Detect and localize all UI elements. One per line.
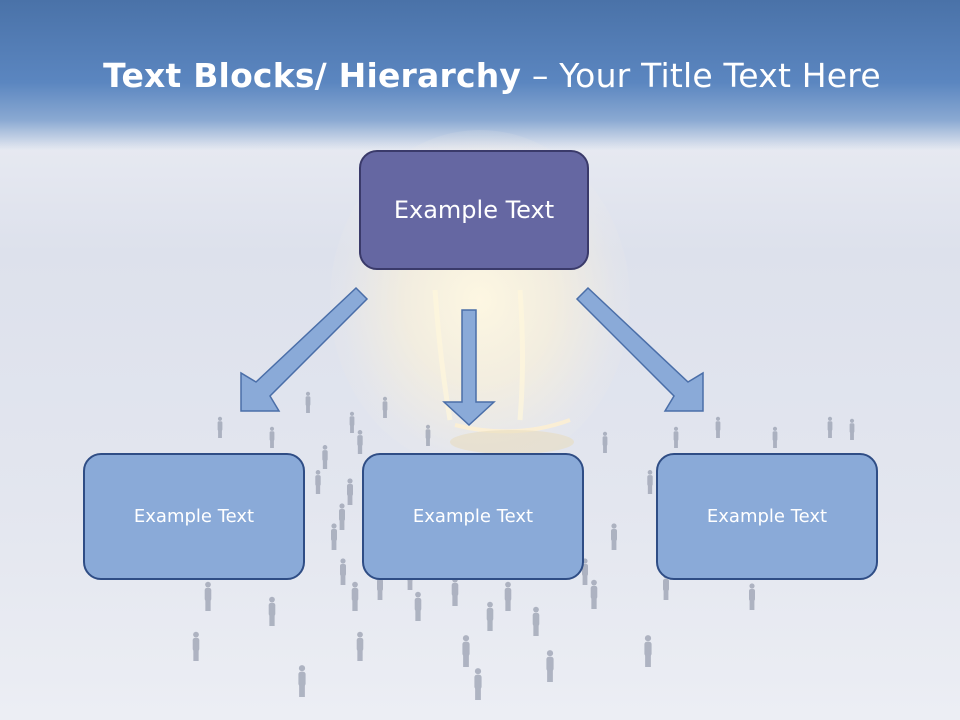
child-text-block-left: Example Text	[83, 453, 305, 580]
child-text-block-label: Example Text	[133, 506, 255, 527]
person-silhouette	[347, 478, 353, 505]
person-silhouette	[356, 631, 364, 661]
person-silhouette	[340, 558, 346, 585]
person-silhouette	[268, 596, 276, 626]
person-silhouette	[602, 431, 608, 453]
person-silhouette	[474, 668, 482, 700]
person-silhouette	[546, 650, 554, 682]
person-silhouette	[322, 445, 328, 469]
arrow-to-middle-child	[442, 309, 496, 427]
person-silhouette	[749, 583, 755, 610]
title-bold-part: Text Blocks/ Hierarchy	[103, 56, 522, 95]
arrow-to-right-child	[575, 286, 704, 412]
person-silhouette	[339, 503, 345, 530]
person-silhouette	[590, 579, 598, 609]
person-silhouette	[462, 635, 470, 667]
person-silhouette	[349, 411, 355, 433]
person-silhouette	[772, 426, 778, 448]
person-silhouette	[192, 631, 200, 661]
person-silhouette	[504, 581, 512, 611]
person-silhouette	[425, 424, 431, 446]
title-rest-part: – Your Title Text Here	[521, 56, 881, 95]
person-silhouette	[217, 416, 223, 438]
person-silhouette	[357, 430, 363, 454]
person-silhouette	[331, 523, 337, 550]
header-band	[0, 0, 960, 150]
person-silhouette	[827, 416, 833, 438]
child-text-block-right: Example Text	[656, 453, 878, 580]
person-silhouette	[204, 581, 212, 611]
person-silhouette	[269, 426, 275, 448]
top-text-block: Example Text	[359, 150, 589, 270]
slide-title: Text Blocks/ Hierarchy – Your Title Text…	[0, 52, 960, 100]
person-silhouette	[315, 470, 321, 494]
person-silhouette	[532, 606, 540, 636]
person-silhouette	[715, 416, 721, 438]
person-silhouette	[647, 470, 653, 494]
arrow-to-left-child	[240, 286, 369, 412]
child-text-block-middle: Example Text	[362, 453, 584, 580]
person-silhouette	[298, 665, 306, 697]
person-silhouette	[486, 601, 494, 631]
person-silhouette	[849, 418, 855, 440]
person-silhouette	[673, 426, 679, 448]
person-silhouette	[351, 581, 359, 611]
person-silhouette	[414, 591, 422, 621]
child-text-block-label: Example Text	[706, 506, 828, 527]
top-text-block-label: Example Text	[393, 196, 555, 224]
person-silhouette	[644, 635, 652, 667]
person-silhouette	[611, 523, 617, 550]
child-text-block-label: Example Text	[412, 506, 534, 527]
person-silhouette	[382, 396, 388, 418]
person-silhouette	[305, 391, 311, 413]
